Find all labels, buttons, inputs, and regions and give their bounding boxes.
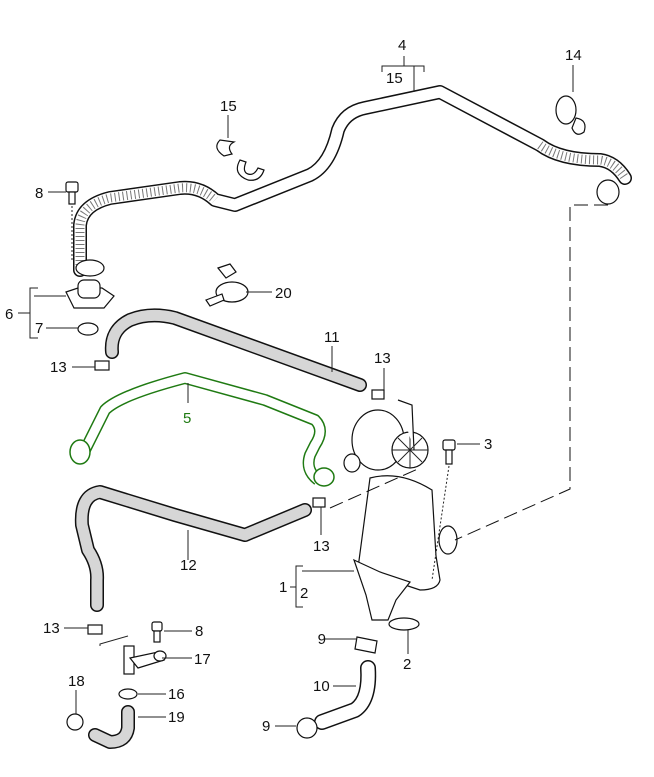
callout-11: 11: [324, 329, 340, 346]
callout-3: 3: [484, 436, 492, 453]
hose-5-highlighted[interactable]: [69, 372, 335, 487]
hose-clamp-13-bottom[interactable]: [87, 624, 103, 635]
cap-18[interactable]: [66, 713, 84, 731]
routing-dashline-2: [329, 467, 421, 509]
callout-4: 4: [398, 37, 406, 54]
callout-19: 19: [168, 709, 185, 726]
callout-7: 7: [35, 320, 43, 337]
bracket-17[interactable]: [123, 645, 167, 675]
hose-clamp-13-lower[interactable]: [312, 497, 326, 508]
hose-11[interactable]: [104, 308, 367, 392]
callout-6: 6: [5, 306, 13, 323]
hose-clamp-9-upper[interactable]: [354, 636, 378, 654]
bolt-8-bottom[interactable]: [151, 621, 163, 643]
callout-10: 10: [313, 678, 330, 695]
routing-dashline: [454, 204, 608, 541]
callout-15-clip: 15: [220, 98, 237, 115]
hose-clamp-13-left[interactable]: [94, 360, 110, 371]
hose-end-fitting-left: [75, 259, 105, 277]
hose-12[interactable]: [74, 485, 312, 612]
callout-18: 18: [68, 673, 85, 690]
callout-2-ring: 2: [403, 656, 411, 673]
hose-clip-15[interactable]: [216, 139, 265, 181]
hose-clip-14[interactable]: [555, 95, 586, 135]
callout-2-bracket: 2: [300, 585, 308, 602]
callout-20: 20: [275, 285, 292, 302]
callout-16: 16: [168, 686, 185, 703]
callout-13-left: 13: [50, 359, 67, 376]
upper-breather-hose[interactable]: [73, 85, 632, 277]
callout-5: 5: [183, 410, 191, 427]
callout-8-top: 8: [35, 185, 43, 202]
callout-15-hose: 15: [386, 70, 403, 87]
callout-9-lower: 9: [262, 718, 270, 735]
flange-6[interactable]: [65, 279, 115, 309]
grommet-16[interactable]: [118, 688, 138, 700]
hose-10[interactable]: [314, 660, 377, 730]
bolt-8-top[interactable]: [65, 181, 79, 205]
oil-separator-1[interactable]: [343, 399, 458, 621]
hose-route-line: [99, 635, 129, 646]
callout-9-upper: 9: [318, 631, 326, 648]
callout-13-lower: 13: [313, 538, 330, 555]
callout-12: 12: [180, 557, 197, 574]
hose-clamp-13-center[interactable]: [371, 389, 385, 400]
o-ring-7[interactable]: [77, 322, 99, 336]
bolt-3[interactable]: [442, 439, 456, 465]
o-ring-2[interactable]: [388, 617, 420, 631]
hose-end-fitting-right: [596, 179, 620, 205]
callout-8-bottom: 8: [195, 623, 203, 640]
hose-clamp-9-lower[interactable]: [296, 717, 318, 739]
hose-19[interactable]: [88, 705, 135, 749]
callout-17: 17: [194, 651, 211, 668]
callout-1: 1: [279, 579, 287, 596]
hose-clip-20[interactable]: [205, 263, 249, 307]
callout-13-center: 13: [374, 350, 391, 367]
callout-14: 14: [565, 47, 582, 64]
leader-lines: [18, 56, 574, 727]
callout-13-bottom: 13: [43, 620, 60, 637]
